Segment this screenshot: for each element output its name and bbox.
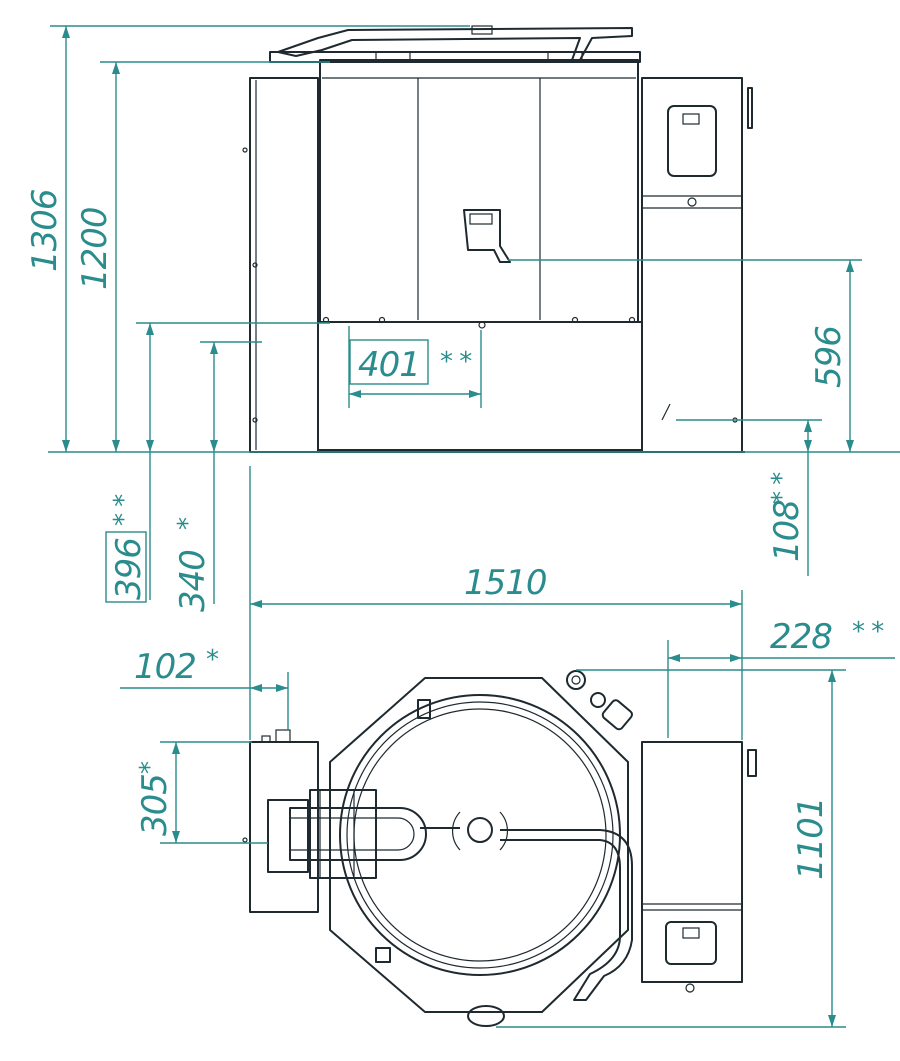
dim-floor-396: 396 [109, 538, 149, 600]
dim-handle-height: 596 [809, 326, 849, 388]
dim-left-depth: 305 [135, 774, 175, 836]
arrowheads [62, 26, 854, 1027]
front-tilt-handle [463, 209, 511, 263]
dim-side-offset: 228 [770, 617, 832, 657]
top-view [242, 670, 757, 1027]
front-lid-handle [277, 27, 633, 61]
dim-total-height: 1306 [25, 189, 65, 272]
front-left-cabinet [249, 77, 319, 453]
front-switch [747, 87, 753, 129]
top-gear [566, 670, 586, 690]
dim-floor-396-mark: * * [109, 494, 139, 526]
dim-drain-height-mark: * * [767, 472, 797, 504]
dim-left-depth-mark: * [135, 761, 165, 774]
top-handle-frame [267, 799, 309, 873]
top-spout [467, 1005, 505, 1027]
dim-center-width: 401 [358, 345, 420, 385]
dimension-labels: 1306 1200 401 * * 596 396 * * 340 * 108 … [25, 189, 885, 880]
dim-left-offset-mark: * [206, 645, 219, 675]
dim-center-width-mark: * * [440, 347, 472, 377]
dimension-lines [48, 25, 900, 1028]
top-tilt-handle [289, 807, 427, 861]
top-kettle-octagon [329, 677, 629, 1013]
dim-floor-340-mark: * [173, 517, 203, 530]
front-control-panel [667, 105, 717, 177]
dim-side-offset-mark: * * [852, 617, 884, 647]
dim-center-width-box [349, 339, 429, 385]
dim-drain-height: 108 [767, 500, 807, 562]
front-right-cabinet [641, 77, 743, 453]
front-lid-rim [269, 51, 641, 63]
dim-overall-width: 1510 [464, 563, 547, 603]
dim-left-offset: 102 [134, 647, 196, 687]
front-base [317, 321, 643, 451]
top-mixer-hub [467, 817, 493, 843]
dim-body-height: 1200 [75, 207, 115, 290]
front-kettle-body [319, 59, 639, 323]
top-control-panel [665, 921, 717, 965]
dim-overall-depth: 1101 [791, 797, 831, 880]
dim-floor-396-box [105, 531, 147, 603]
dim-floor-340: 340 [173, 550, 213, 612]
top-kettle-rim [339, 694, 621, 976]
top-right-cabinet [641, 741, 743, 983]
front-view [242, 25, 753, 453]
